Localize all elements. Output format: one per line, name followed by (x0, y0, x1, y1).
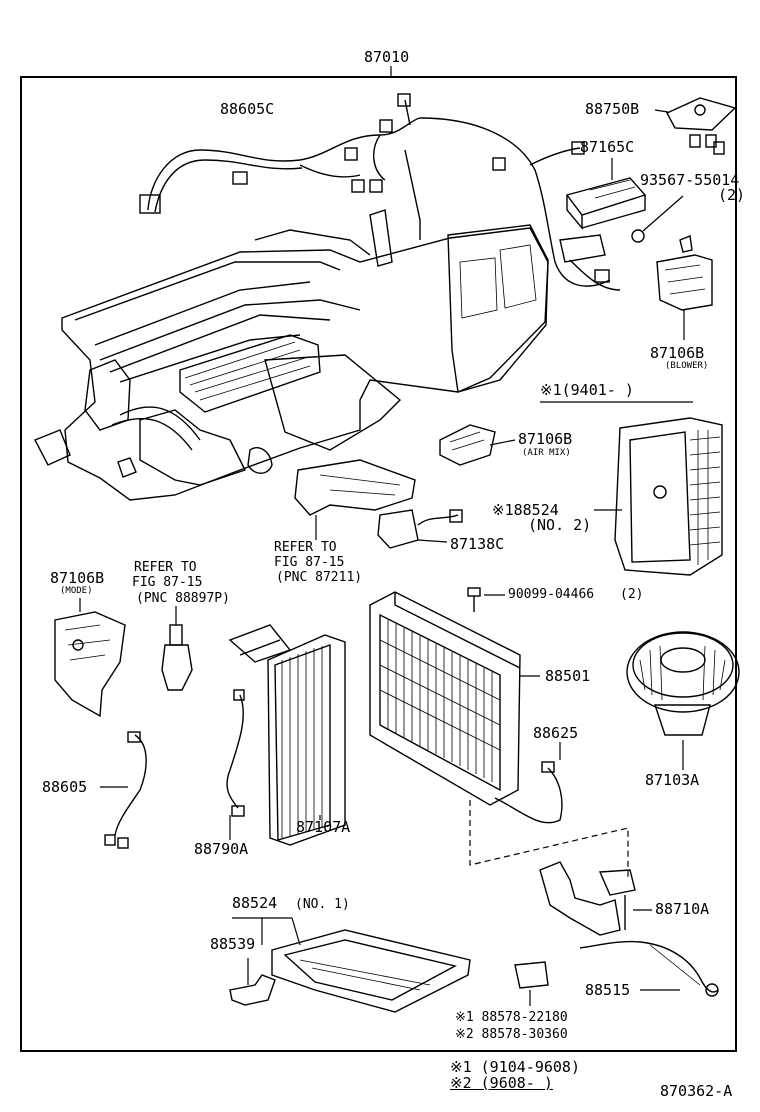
diagram-frame (20, 76, 737, 1052)
servo-blower-illustration (656, 235, 713, 340)
label-refer1-line1: REFER TO (274, 540, 337, 555)
label-screw: 93567-55014 (640, 171, 740, 189)
label-main-part: 87010 (364, 48, 410, 66)
label-servo-88750b: 88750B (585, 100, 640, 118)
label-thermo-wire: 88515 (585, 981, 631, 999)
label-case-no1: 88524 (232, 894, 278, 912)
label-servo-blower: 87106B (650, 344, 705, 362)
label-servo-airmix: 87106B (518, 430, 573, 448)
label-refer2-line3: (PNC 88897P) (136, 591, 230, 606)
label-refer2-line1: REFER TO (134, 560, 197, 575)
label-screw-qty: (2) (718, 186, 746, 204)
wire-harness-c-illustration (139, 93, 621, 291)
refer-part-88897p-illustration (161, 606, 193, 691)
label-case-no2: ※188524 (492, 501, 559, 519)
label-thermistor: 88790A (194, 840, 249, 858)
label-servo-mode: 87106B (50, 569, 105, 587)
servo-airmix-illustration (439, 424, 516, 466)
blower-motor-illustration (626, 631, 740, 770)
unit-housing-illustration (34, 209, 549, 501)
label-evaporator: 88501 (545, 667, 591, 685)
heater-core-illustration (228, 624, 346, 846)
label-refer2-line2: FIG 87-15 (132, 575, 203, 590)
thermistor-illustration (226, 689, 245, 840)
label-case-no2-note: (NO. 2) (528, 516, 592, 534)
wire-88625-illustration (494, 742, 563, 824)
label-blower-note: (BLOWER) (665, 361, 709, 371)
label-part-30360: ※2 88578-30360 (455, 1027, 568, 1042)
label-hose: 88539 (210, 935, 256, 953)
evaporator-illustration (369, 591, 540, 806)
label-bolt: 90099-04466 (508, 587, 595, 602)
label-case-no1-note: (NO. 1) (295, 897, 350, 912)
footnote-1: ※1 (9104-9608) (450, 1058, 580, 1076)
label-wire-88605: 88605 (42, 778, 88, 796)
bolt-illustration (467, 587, 505, 612)
case-no2-illustration (594, 417, 723, 576)
hose-illustration (229, 958, 276, 1006)
part-88578-illustration (514, 961, 549, 1006)
refer-part-87211-illustration (294, 459, 416, 540)
screw-illustration (631, 195, 684, 243)
wire-88605-illustration (100, 731, 147, 849)
label-wire-harness-c: 88605C (220, 100, 275, 118)
label-bolt-qty: (2) (620, 587, 644, 602)
thermo-wire-illustration (579, 940, 719, 997)
label-resistor-87165c: 87165C (580, 138, 635, 156)
label-mode-note: (MODE) (60, 586, 93, 596)
label-heater-core: 87107A (296, 818, 351, 836)
servo-88750b-illustration (654, 97, 737, 155)
label-blower-motor: 87103A (645, 771, 700, 789)
label-exp-valve: 88710A (655, 900, 710, 918)
label-note1-range: ※1(9401- ) (540, 381, 634, 399)
label-sensor-87138c: 87138C (450, 535, 505, 553)
label-refer1-line2: FIG 87-15 (274, 555, 345, 570)
resistor-87165c-illustration (565, 158, 647, 230)
label-airmix-note: (AIR MIX) (522, 448, 571, 458)
case-no1-illustration (232, 917, 471, 1013)
label-refer1-line3: (PNC 87211) (276, 570, 363, 585)
figure-code: 870362-A (660, 1082, 733, 1100)
exp-valve-illustration (539, 861, 652, 936)
label-wire-88625: 88625 (533, 724, 579, 742)
footnote-2: ※2 (9608- ) (450, 1074, 553, 1092)
label-part-22180: ※1 88578-22180 (455, 1010, 568, 1025)
servo-mode-illustration (54, 598, 126, 718)
sensor-87138c-illustration (377, 509, 463, 549)
